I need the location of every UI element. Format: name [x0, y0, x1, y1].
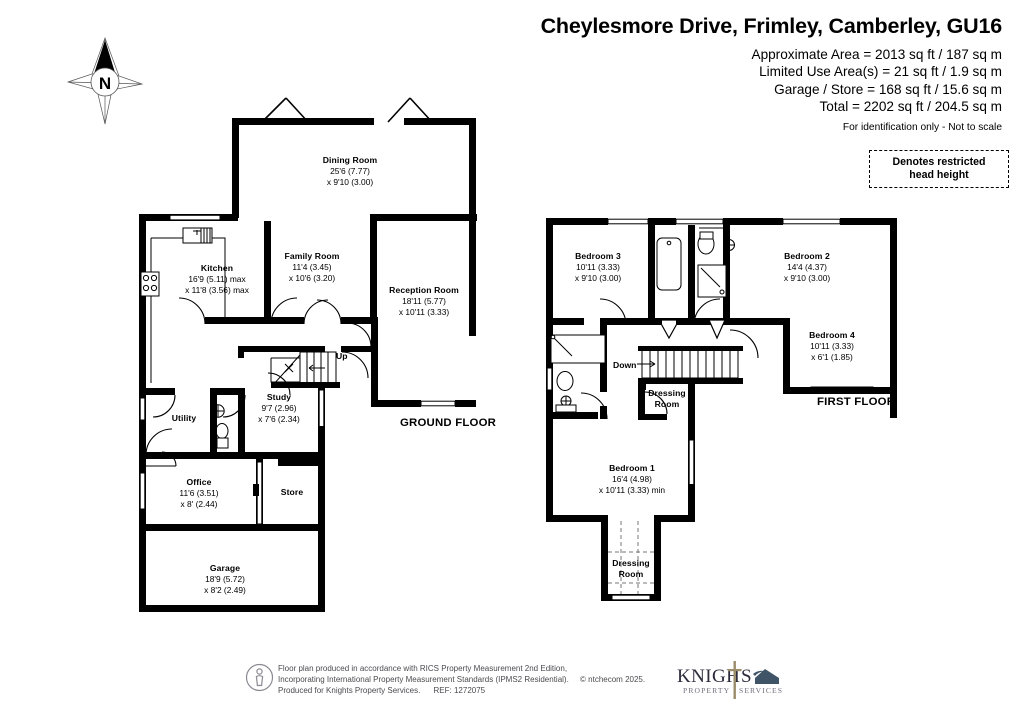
logo-s-text: S: [741, 666, 752, 687]
page-title: Cheylesmore Drive, Frimley, Camberley, G…: [540, 14, 1003, 38]
footer: Floor plan produced in accordance with R…: [245, 660, 785, 710]
stair-up-label: Up: [336, 351, 348, 361]
room-label-bedroom-4: Bedroom 4 10'11 (3.33) x 6'1 (1.85): [809, 330, 855, 362]
room-label-kitchen: Kitchen 16'9 (5.11) max x 11'8 (3.56) ma…: [185, 263, 249, 295]
ground-floor-label: GROUND FLOOR: [400, 417, 497, 429]
room-label-bedroom-3: Bedroom 3 10'11 (3.33) x 9'10 (3.00): [574, 251, 622, 283]
first-floor-label: FIRST FLOOR: [817, 396, 896, 408]
room-label-dressing-room-upper: Dressing Room: [648, 388, 686, 409]
room-label-office: Office 11'6 (3.51) x 8' (2.44): [179, 477, 219, 509]
person-info-icon: [245, 663, 274, 692]
restricted-height-legend: Denotes restricted head height: [869, 150, 1009, 188]
area-limited-use: Limited Use Area(s) = 21 sq ft / 1.9 sq …: [759, 64, 1002, 80]
area-garage-store: Garage / Store = 168 sq ft / 15.6 sq m: [774, 81, 1002, 97]
footer-line-3: Produced for Knights Property Services.: [278, 686, 421, 696]
compass-north-label: N: [99, 74, 111, 93]
scale-disclaimer: For identification only - Not to scale: [842, 122, 1002, 133]
legend-line-1: Denotes restricted: [892, 156, 986, 169]
footer-line-1: Floor plan produced in accordance with R…: [278, 664, 568, 673]
room-label-bedroom-1: Bedroom 1 16'4 (4.98) x 10'11 (3.33) min: [598, 463, 666, 495]
room-label-dining-room: Dining Room 25'6 (7.77) x 9'10 (3.00): [322, 155, 378, 187]
footer-text: Floor plan produced in accordance with R…: [278, 663, 645, 697]
compass-rose: N: [66, 36, 144, 125]
knights-property-services-logo: KNIGH S PROPERTY SERVICES: [677, 661, 783, 699]
room-label-store: Store: [280, 487, 304, 497]
footer-reference: REF: 1272075: [433, 686, 486, 696]
area-summary: Approximate Area = 2013 sq ft / 187 sq m…: [752, 46, 1003, 116]
footer-line-2: Incorporating International Property Mea…: [278, 675, 569, 685]
room-label-reception-room: Reception Room 18'11 (5.77) x 10'11 (3.3…: [389, 285, 459, 317]
logo-knigh-text: KNIGH: [677, 666, 740, 687]
logo-property-text: PROPERTY: [683, 686, 730, 695]
room-label-utility: Utility: [171, 413, 197, 423]
logo-services-text: SERVICES: [739, 686, 783, 695]
area-total: Total = 2202 sq ft / 204.5 sq m: [819, 99, 1003, 115]
area-approximate: Approximate Area = 2013 sq ft / 187 sq m: [751, 47, 1003, 62]
room-label-family-room: Family Room 11'4 (3.45) x 10'6 (3.20): [284, 251, 340, 283]
footer-copyright: © ntchecom 2025.: [580, 675, 646, 685]
room-label-study: Study 9'7 (2.96) x 7'6 (2.34): [258, 392, 300, 424]
room-label-dressing-room-lower: Dressing Room: [612, 558, 650, 579]
room-label-bedroom-2: Bedroom 2 14'4 (4.37) x 9'10 (3.00): [783, 251, 831, 283]
stair-down-label: Down: [613, 360, 637, 370]
room-label-garage: Garage 18'9 (5.72) x 8'2 (2.49): [204, 563, 246, 595]
legend-line-2: head height: [909, 169, 969, 181]
